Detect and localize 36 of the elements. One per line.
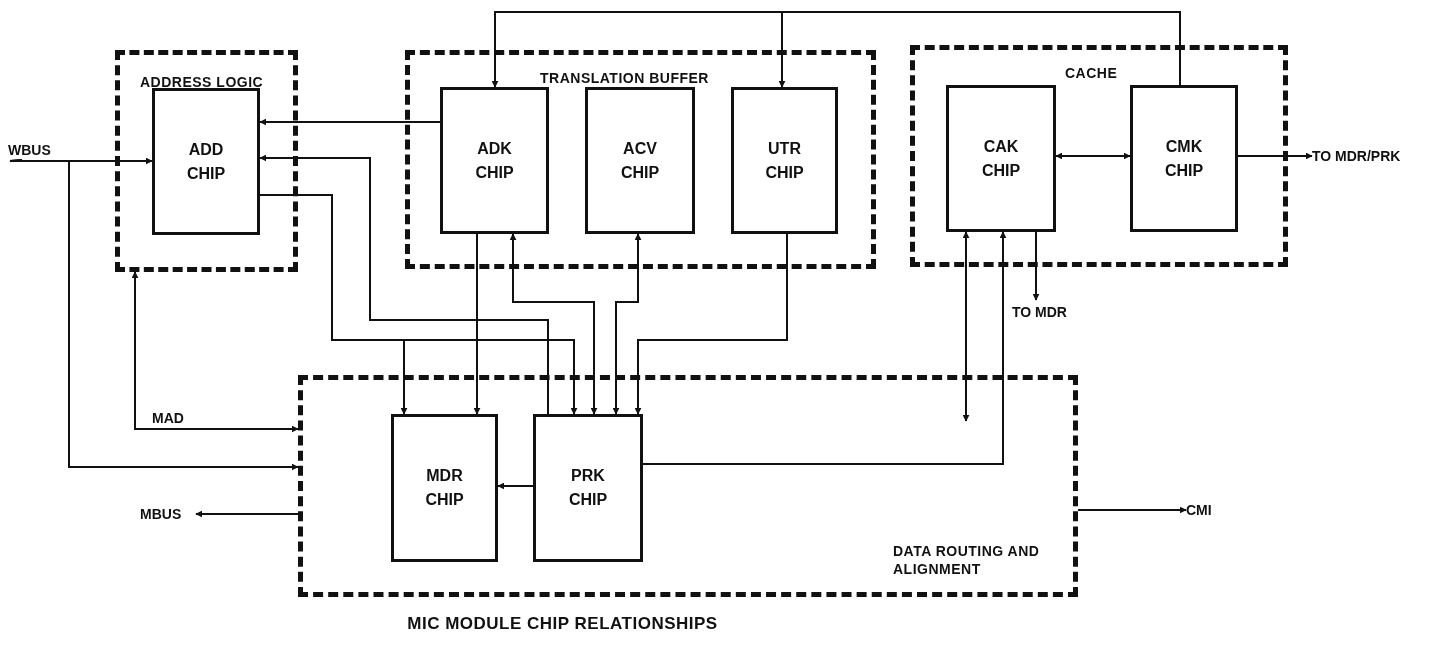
arrow [642, 231, 1007, 465]
arrow [1055, 152, 1131, 160]
arrow [1077, 506, 1187, 514]
chip-box: CAK CHIP [946, 85, 1056, 232]
arrow [962, 231, 970, 422]
chip-box: CMK CHIP [1130, 85, 1238, 232]
signal-label: TO MDR [1012, 300, 1096, 324]
dashed-group-outline [115, 50, 298, 272]
signal-label: CMI [1186, 500, 1226, 520]
signal-label: WBUS [8, 140, 62, 160]
chip-box: ACV CHIP [585, 87, 695, 234]
arrow [1032, 231, 1040, 301]
diagram-caption: MIC MODULE CHIP RELATIONSHIPS [406, 614, 719, 634]
arrow [131, 271, 299, 433]
dashed-group-outline [298, 375, 1078, 597]
chip-box: ADD CHIP [152, 88, 260, 235]
chip-box: ADK CHIP [440, 87, 549, 234]
arrow [612, 233, 642, 415]
arrow [1237, 152, 1313, 160]
arrow [509, 233, 598, 415]
signal-label: MBUS [140, 504, 196, 524]
arrow [634, 233, 788, 415]
arrow [778, 11, 1181, 88]
chip-box: MDR CHIP [391, 414, 498, 562]
dashed-group-outline [405, 50, 876, 269]
signal-label: TO MDR/PRK [1312, 146, 1440, 166]
arrow [473, 233, 481, 415]
arrow [259, 118, 441, 126]
arrow [259, 154, 549, 415]
chip-box: PRK CHIP [533, 414, 643, 562]
arrow [9, 159, 299, 471]
arrow [195, 510, 299, 518]
edge-label: MAD [150, 410, 186, 426]
chip-box: UTR CHIP [731, 87, 838, 234]
dashed-group-outline [910, 45, 1288, 267]
arrow [497, 482, 534, 490]
